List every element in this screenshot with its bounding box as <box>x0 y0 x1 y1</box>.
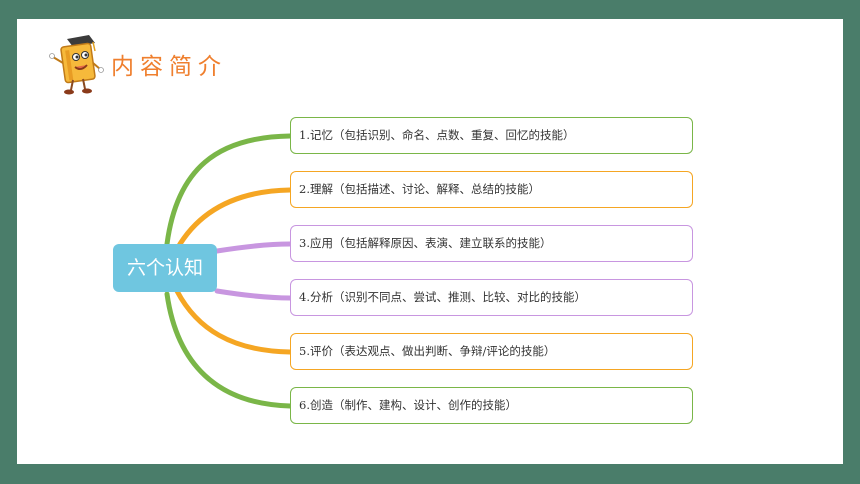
slide-canvas: 内容简介 六个认知 1.记忆（包括识别、命名、点数、重复、回忆的技能） 2.理解… <box>17 19 843 464</box>
branch-3 <box>214 241 293 254</box>
mindmap-item-apply: 3.应用（包括解释原因、表演、建立联系的技能） <box>290 225 693 262</box>
book-mascot-icon <box>49 35 104 95</box>
branch-2 <box>174 187 293 252</box>
page-title: 内容简介 <box>111 54 227 80</box>
mindmap-branches <box>164 133 293 409</box>
mindmap-center-node: 六个认知 <box>113 244 217 292</box>
branch-5 <box>174 288 293 355</box>
mindmap-item-remember: 1.记忆（包括识别、命名、点数、重复、回忆的技能） <box>290 117 693 154</box>
mindmap-item-evaluate: 5.评价（表达观点、做出判断、争辩/评论的技能） <box>290 333 693 370</box>
mindmap-item-understand: 2.理解（包括描述、讨论、解释、总结的技能） <box>290 171 693 208</box>
mindmap-item-create: 6.创造（制作、建构、设计、创作的技能） <box>290 387 693 424</box>
branch-1 <box>164 133 293 247</box>
mindmap-item-analyze: 4.分析（识别不同点、尝试、推测、比较、对比的技能） <box>290 279 693 316</box>
branch-4 <box>214 288 293 301</box>
branch-6 <box>164 291 293 409</box>
